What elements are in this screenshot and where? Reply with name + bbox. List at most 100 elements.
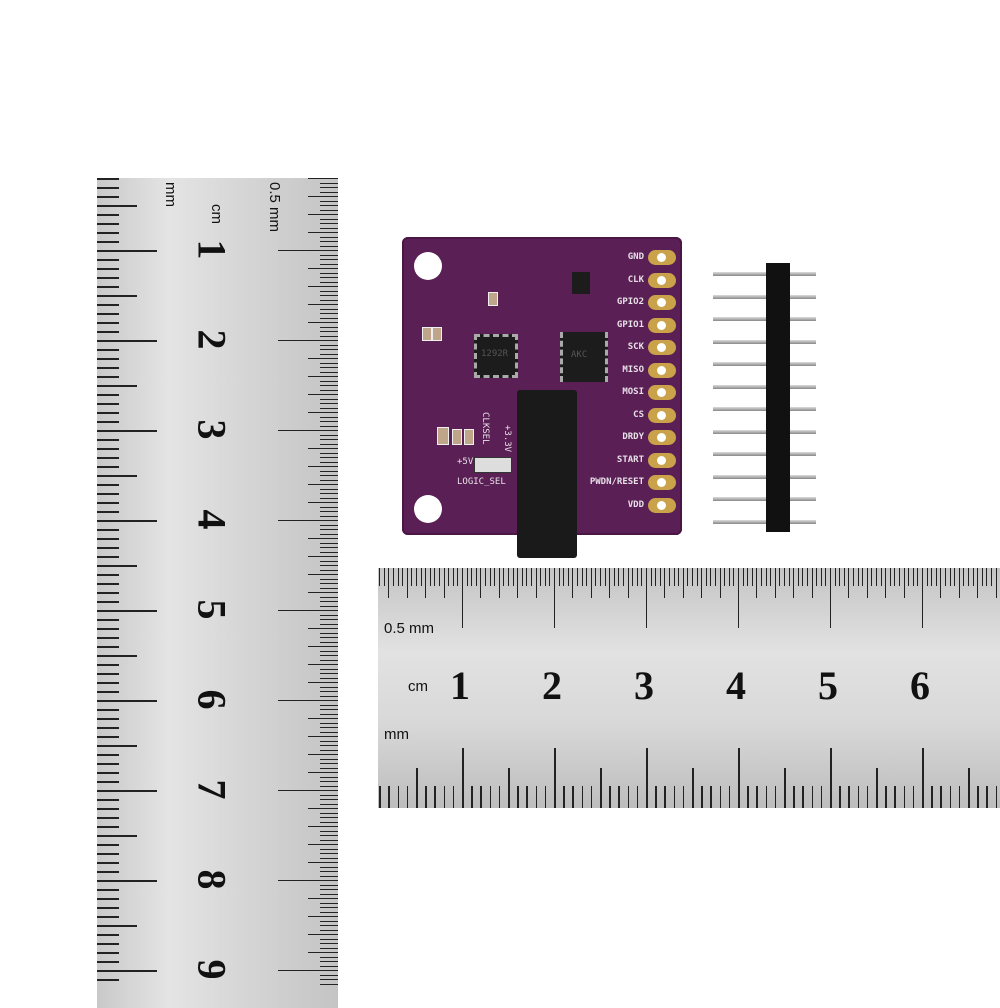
half-mm-tick <box>320 560 338 562</box>
half-mm-tick <box>692 568 693 586</box>
mm-tick <box>489 786 492 808</box>
half-mm-tick <box>320 308 338 310</box>
mm-tick <box>97 781 119 783</box>
cm-number: 6 <box>189 689 235 710</box>
half-mm-tick <box>747 568 749 586</box>
half-mm-tick <box>320 817 338 818</box>
mm-tick <box>968 768 970 808</box>
half-mm-tick <box>320 475 338 476</box>
half-mm-tick <box>308 268 338 269</box>
half-mm-tick <box>779 568 781 586</box>
half-mm-tick <box>320 407 338 409</box>
half-mm-tick <box>308 718 338 719</box>
half-mm-tick <box>278 790 338 791</box>
cm-number: 7 <box>189 779 235 800</box>
half-mm-tick <box>320 866 338 868</box>
half-mm-tick <box>320 713 338 715</box>
mm-tick <box>388 786 390 808</box>
half-mm-tick <box>320 524 338 526</box>
half-mm-tick <box>494 568 496 586</box>
half-mm-tick <box>320 727 338 728</box>
pin-label: START <box>616 454 644 465</box>
half-mm-tick <box>308 214 338 215</box>
mm-tick <box>97 313 119 315</box>
pin-pad <box>648 250 676 265</box>
half-mm-tick <box>457 568 459 586</box>
mm-tick <box>97 412 119 414</box>
mm-tick <box>97 736 119 738</box>
mm-tick <box>692 768 694 808</box>
half-mm-tick <box>320 812 338 814</box>
mm-tick <box>97 826 119 828</box>
half-mm-tick <box>320 416 338 418</box>
half-mm-tick <box>968 568 969 586</box>
pin-label: MISO <box>622 364 644 375</box>
mm-tick <box>97 646 119 648</box>
mm-tick <box>97 718 119 720</box>
half-mm-tick <box>308 844 338 845</box>
mm-tick <box>673 786 676 808</box>
mm-tick <box>839 786 841 808</box>
mm-tick <box>97 439 119 441</box>
mm-tick <box>97 241 119 243</box>
half-mm-tick <box>308 502 338 503</box>
half-mm-tick <box>379 568 381 586</box>
half-mm-tick <box>320 439 338 440</box>
pin-pad <box>648 317 676 333</box>
half-mm-tick <box>567 568 569 586</box>
half-mm-tick <box>278 520 338 521</box>
mm-tick <box>97 898 119 900</box>
half-mm-tick <box>866 568 868 598</box>
pin-pad <box>648 362 676 378</box>
header-pin <box>713 429 816 434</box>
mm-tick <box>97 250 157 252</box>
half-mm-tick <box>320 623 338 625</box>
capacitor <box>464 429 474 445</box>
half-mm-tick <box>894 568 896 586</box>
mm-tick <box>397 786 400 808</box>
mm-tick <box>97 331 119 333</box>
mm-tick <box>97 790 157 792</box>
mm-tick <box>97 304 119 306</box>
half-mm-tick <box>320 200 338 202</box>
mm-tick <box>416 768 418 808</box>
half-mm-tick <box>462 568 463 628</box>
mm-tick <box>97 691 119 693</box>
half-mm-tick <box>908 568 910 586</box>
half-mm-tick <box>320 191 338 193</box>
half-mm-tick <box>889 568 891 586</box>
half-mm-tick <box>784 568 785 586</box>
half-mm-tick <box>320 920 338 922</box>
half-mm-tick <box>320 668 338 670</box>
half-mm-tick <box>320 362 338 364</box>
pin-label: MOSI <box>622 387 644 397</box>
half-mm-tick <box>508 568 509 586</box>
mm-tick <box>97 907 119 909</box>
half-mm-tick <box>411 568 413 586</box>
half-mm-tick <box>320 799 338 800</box>
half-mm-tick <box>320 295 338 296</box>
half-mm-tick <box>320 421 338 422</box>
half-mm-tick <box>705 568 707 586</box>
mm-tick <box>738 748 740 808</box>
half-mm-tick <box>320 367 338 368</box>
half-mm-tick <box>308 808 338 809</box>
cm-number: 2 <box>189 329 235 350</box>
header-pin <box>713 272 816 276</box>
mm-tick <box>710 786 712 808</box>
half-mm-tick <box>308 358 338 359</box>
half-mm-tick <box>885 568 887 598</box>
half-mm-tick <box>320 979 338 980</box>
half-mm-tick <box>320 641 338 643</box>
half-mm-tick <box>320 529 338 530</box>
half-mm-tick <box>558 568 560 586</box>
half-mm-tick <box>701 568 703 598</box>
mm-tick <box>97 520 157 522</box>
half-mm-tick <box>719 568 721 598</box>
half-mm-tick <box>308 484 338 485</box>
half-mm-tick <box>471 568 473 586</box>
half-mm-tick <box>512 568 514 586</box>
mm-label: mm <box>162 182 179 207</box>
half-mm-tick <box>320 385 338 386</box>
half-mm-tick <box>320 871 338 872</box>
